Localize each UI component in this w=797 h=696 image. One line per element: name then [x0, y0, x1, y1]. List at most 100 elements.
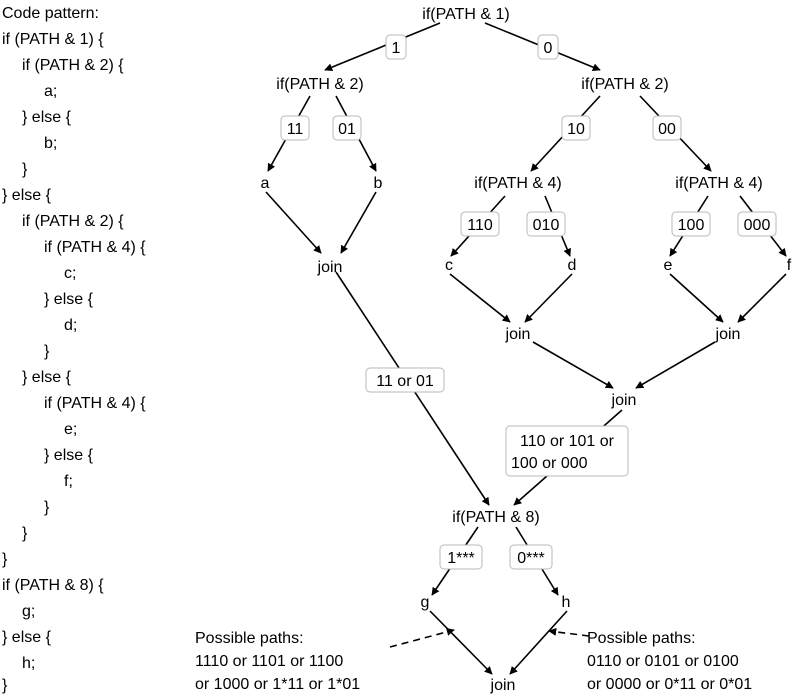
code-line: if (PATH & 8) {: [2, 577, 104, 594]
path-label: 100 or 000: [511, 455, 588, 472]
code-line: } else {: [44, 447, 93, 464]
code-line: }: [22, 525, 28, 542]
note-line: Possible paths:: [195, 630, 304, 647]
branch-node: if(PATH & 2): [581, 76, 668, 93]
path-label-box: [737, 211, 777, 237]
path-label: 110: [467, 217, 493, 234]
path-label-box: [561, 115, 591, 141]
code-line: if (PATH & 4) {: [44, 395, 146, 412]
edge: [737, 273, 787, 323]
path-label: 110 or 101 or: [520, 433, 615, 450]
edge: [669, 273, 724, 323]
code-line: }: [44, 343, 50, 360]
note-pointer: [548, 627, 590, 637]
path-label: 010: [533, 217, 560, 234]
join-node: join: [611, 392, 637, 409]
branch-node: if(PATH & 2): [276, 76, 363, 93]
note-line: Possible paths:: [587, 630, 696, 647]
branch-node: if(PATH & 4): [474, 175, 561, 192]
code-line: b;: [44, 135, 58, 152]
path-label: 1: [392, 40, 401, 57]
code-line: }: [2, 677, 8, 694]
path-labels: 1 0 11 01 10 00 110 010 100 000 11 or 01…: [287, 40, 771, 567]
path-label: 10: [567, 121, 585, 138]
path-label-box: [526, 211, 566, 237]
block-node: g: [421, 594, 430, 611]
block-node: f: [787, 257, 792, 274]
path-label-box: [505, 425, 629, 477]
code-line: a;: [44, 83, 58, 100]
path-label: 100: [678, 217, 705, 234]
path-label: 11: [287, 121, 304, 138]
path-label-box: [460, 211, 500, 237]
code-line: e;: [64, 421, 78, 438]
path-label-boxes: [280, 34, 777, 570]
code-line: if (PATH & 4) {: [44, 239, 146, 256]
code-line: if (PATH & 2) {: [22, 213, 124, 230]
path-label-box: [509, 544, 553, 570]
path-label-box: [439, 544, 483, 570]
path-label-box: [652, 115, 682, 141]
path-label-box: [385, 34, 407, 60]
path-label-box: [332, 115, 362, 141]
join-node: join: [317, 259, 343, 276]
path-label: 11 or 01: [376, 373, 434, 390]
block-node: c: [445, 257, 453, 274]
path-label: 00: [658, 121, 676, 138]
edge: [265, 191, 322, 254]
edge: [340, 191, 377, 254]
branch-node: if(PATH & 1): [422, 6, 509, 23]
code-line: f;: [64, 473, 73, 490]
path-label: 000: [744, 217, 771, 234]
branch-node: if(PATH & 8): [452, 509, 539, 526]
note-line: or 1000 or 1*11 or 1*01: [195, 676, 360, 693]
code-line: } else {: [2, 629, 51, 646]
code-line: d;: [64, 317, 78, 334]
path-label: 01: [338, 121, 356, 138]
code-line: } else {: [22, 109, 71, 126]
note-pointer: [389, 627, 455, 648]
path-label: 0: [544, 40, 553, 57]
edge: [524, 273, 573, 323]
code-line: }: [2, 551, 8, 568]
path-label-box: [537, 34, 559, 60]
path-label: 1***: [447, 550, 475, 567]
edge: [429, 610, 493, 675]
note-left: Possible paths: 1110 or 1101 or 1100 or …: [195, 630, 360, 693]
edge: [449, 273, 511, 323]
edge: [532, 341, 614, 389]
code-pattern-panel: Code pattern: if (PATH & 1) { if (PATH &…: [0, 0, 200, 696]
code-line: g;: [22, 603, 36, 620]
path-label: 0***: [517, 550, 545, 567]
note-line: 0110 or 0101 or 0100: [587, 653, 739, 670]
code-line: if (PATH & 1) {: [2, 31, 104, 48]
code-line: } else {: [22, 369, 71, 386]
code-line: } else {: [2, 187, 51, 204]
path-label-box: [671, 211, 711, 237]
join-node: join: [505, 326, 531, 343]
code-line: } else {: [44, 291, 93, 308]
code-line: }: [22, 161, 28, 178]
note-right: Possible paths: 0110 or 0101 or 0100 or …: [587, 630, 752, 693]
join-node: join: [490, 677, 516, 694]
code-line: h;: [22, 655, 36, 672]
nodes: if(PATH & 1) if(PATH & 2) if(PATH & 2) i…: [261, 6, 792, 694]
edge: [324, 22, 441, 71]
code-line: if (PATH & 2) {: [22, 57, 124, 74]
block-node: b: [374, 175, 383, 192]
code-line: c;: [64, 265, 77, 282]
path-label-box: [365, 367, 445, 393]
note-line: or 0000 or 0*11 or 0*01: [587, 676, 752, 693]
note-line: 1110 or 1101 or 1100: [195, 653, 343, 670]
block-node: e: [664, 257, 673, 274]
branch-node: if(PATH & 4): [675, 175, 762, 192]
block-node: a: [261, 175, 270, 192]
join-node: join: [715, 326, 741, 343]
block-node: h: [562, 594, 571, 611]
edge: [635, 341, 716, 389]
edge: [509, 610, 568, 675]
path-label-box: [280, 115, 310, 141]
code-title: Code pattern:: [2, 5, 99, 22]
code-line: }: [44, 499, 50, 516]
